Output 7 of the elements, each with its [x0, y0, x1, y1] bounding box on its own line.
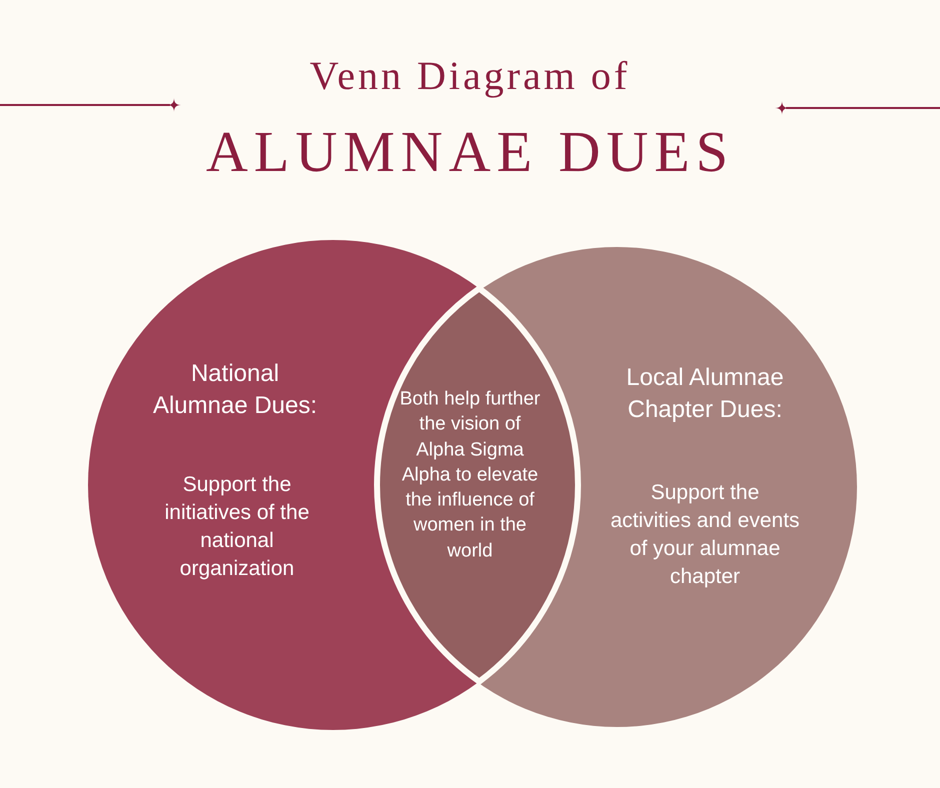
circle-description: Support the activities and events of your alumnae chapter: [610, 480, 800, 590]
circle-description: Support the initiatives of the national organization: [164, 472, 310, 582]
circle-heading: Local Alumnae Chapter Dues:: [625, 363, 785, 425]
overlap-description: Both help further the vision of Alpha Sigma Alpha to elevate the influence of women in the world: [398, 388, 542, 564]
subtitle-text: Venn Diagram of: [308, 52, 632, 99]
title-text: ALUMNAE DUES: [205, 118, 735, 185]
circle-heading: National Alumnae Dues:: [152, 359, 318, 421]
